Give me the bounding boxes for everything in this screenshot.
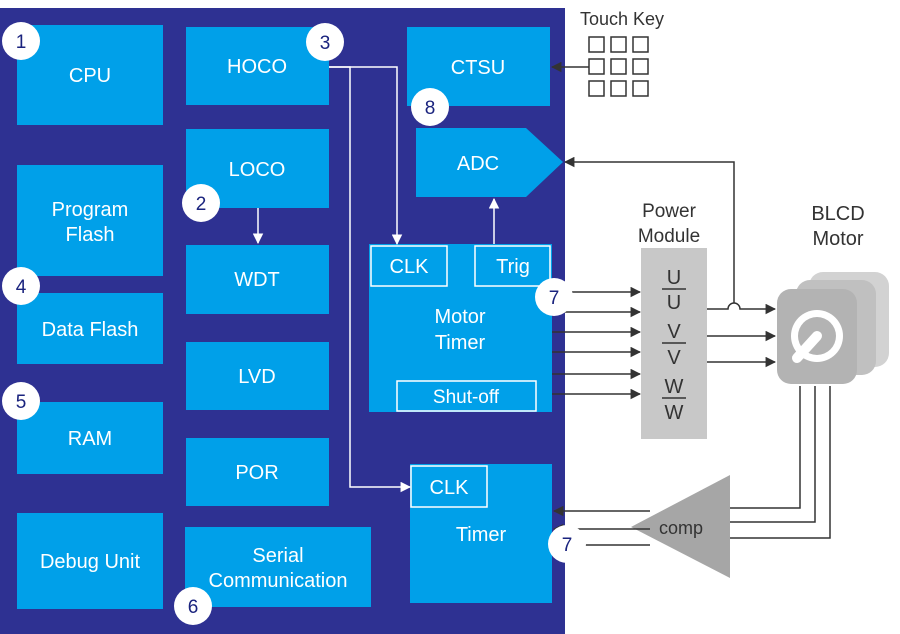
motor-timer-label-line2: Timer — [435, 332, 486, 354]
blcd-motor-label-line1: BLCD — [811, 203, 864, 225]
serial-communication-block — [185, 527, 371, 607]
badge-5: 5 — [2, 382, 40, 420]
serial-communication-label-line2: Communication — [209, 570, 348, 592]
hoco-label: HOCO — [227, 56, 287, 78]
loco-label: LOCO — [229, 159, 286, 181]
badge-4: 4 — [2, 267, 40, 305]
phase-u-bar: U — [667, 292, 681, 314]
shutoff-label: Shut-off — [433, 387, 500, 408]
comparator-triangle — [631, 475, 730, 578]
motor-timer-trig-label: Trig — [496, 256, 530, 278]
badge-7-motor-timer-number: 7 — [549, 288, 560, 309]
badge-6-number: 6 — [188, 597, 199, 618]
phase-v: V — [667, 321, 681, 343]
wdt-label: WDT — [234, 269, 280, 291]
program-flash-label-line1: Program — [52, 199, 129, 221]
hoco-to-motor-timer-clk-line — [329, 66, 403, 246]
motor-timer-trig-box — [474, 245, 551, 287]
comparator-label: comp — [659, 518, 703, 538]
shutoff-box — [396, 380, 537, 412]
timer-clk-label: CLK — [430, 477, 470, 499]
motor-to-adc-feedback-line — [563, 156, 735, 303]
phase-w-bar: W — [665, 402, 684, 424]
badge-1-number: 1 — [16, 32, 27, 53]
debug-unit-label: Debug Unit — [40, 551, 141, 573]
badge-3: 3 — [306, 23, 344, 61]
badge-5-number: 5 — [16, 392, 27, 413]
touch-key-grid-icon — [588, 36, 649, 97]
timer-block — [410, 464, 552, 603]
badge-7-timer: 7 — [548, 525, 586, 563]
cpu-label: CPU — [69, 65, 111, 87]
program-flash-block — [17, 165, 163, 276]
timer-label: Timer — [456, 524, 507, 546]
hoco-to-timer-clk-line — [329, 66, 412, 493]
badge-2-number: 2 — [196, 194, 207, 215]
debug-unit-block — [17, 513, 163, 609]
badge-8-number: 8 — [425, 98, 436, 119]
badge-6: 6 — [174, 587, 212, 625]
data-flash-block — [17, 293, 163, 364]
phase-w: W — [665, 376, 684, 398]
motor-timer-label-line1: Motor — [434, 306, 485, 328]
ram-label: RAM — [68, 428, 112, 450]
por-label: POR — [235, 462, 278, 484]
badge-2: 2 — [182, 184, 220, 222]
adc-label: ADC — [457, 153, 499, 175]
motor-timer-clk-label: CLK — [390, 256, 430, 278]
power-module-to-motor-lines — [707, 302, 777, 368]
badge-3-number: 3 — [320, 33, 331, 54]
badge-8: 8 — [411, 88, 449, 126]
blcd-motor-icon — [777, 272, 889, 384]
power-module-label-line2: Module — [638, 226, 700, 247]
adc-block — [416, 128, 563, 197]
cpu-block — [17, 25, 163, 125]
motor-timer-block — [369, 244, 552, 412]
phase-u: U — [667, 267, 681, 289]
phase-v-bar: V — [667, 347, 681, 369]
por-block — [186, 438, 329, 506]
ctsu-label: CTSU — [451, 57, 505, 79]
ram-block — [17, 402, 163, 474]
badge-7-timer-number: 7 — [562, 535, 573, 556]
badge-4-number: 4 — [16, 277, 27, 298]
power-module-label-line1: Power — [642, 201, 697, 222]
wdt-block — [186, 245, 329, 314]
hoco-block — [186, 27, 329, 105]
serial-communication-label-line1: Serial — [252, 545, 303, 567]
lvd-block — [186, 342, 329, 410]
blcd-motor-label-line2: Motor — [812, 228, 863, 250]
badge-7-motor-timer: 7 — [535, 278, 573, 316]
badge-1: 1 — [2, 22, 40, 60]
touch-key-label: Touch Key — [580, 9, 664, 29]
data-flash-label: Data Flash — [42, 319, 139, 341]
motor-timer-clk-box — [370, 245, 448, 287]
lvd-label: LVD — [238, 366, 275, 388]
program-flash-label-line2: Flash — [66, 224, 115, 246]
motor-to-comparator-lines — [730, 386, 831, 539]
